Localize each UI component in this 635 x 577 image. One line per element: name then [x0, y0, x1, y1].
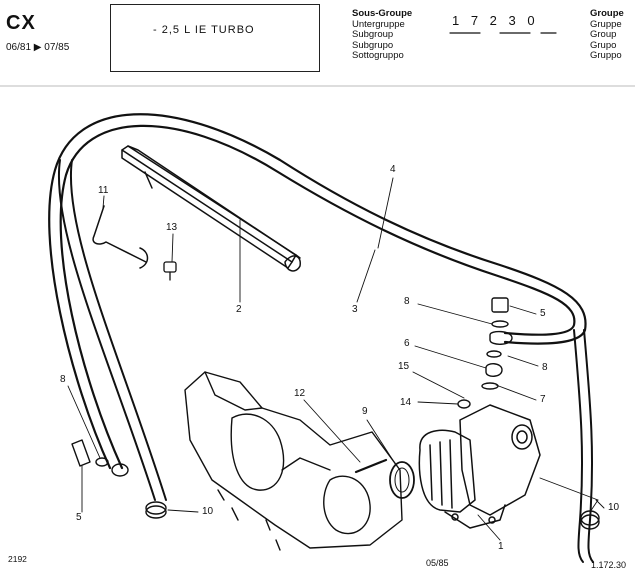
washer-14 [457, 399, 471, 409]
callout-15: 15 [398, 361, 410, 372]
group-label-en: Group [590, 29, 617, 40]
callout-8-left: 8 [60, 374, 66, 385]
fuel-rail-cover [121, 145, 301, 272]
callout-13: 13 [166, 222, 178, 233]
callout-7: 7 [540, 394, 546, 405]
callout-8-right: 8 [542, 362, 548, 373]
callout-11: 11 [98, 185, 109, 196]
subgroup-label-de: Untergruppe [352, 18, 405, 30]
air-valve-1 [418, 404, 541, 529]
subgroup-label-es: Subgrupo [352, 39, 394, 51]
o-ring-9-inner [394, 467, 410, 493]
callout-2: 2 [236, 304, 242, 315]
callout-12: 12 [294, 388, 306, 399]
engine-label: - 2,5 L IE TURBO [153, 24, 255, 36]
footer-page-ref: 1.172.30 [591, 560, 627, 570]
footer-left-ref: 2192 [8, 554, 27, 564]
callout-5-right: 5 [540, 308, 546, 319]
group-label-it: Gruppo [590, 50, 622, 61]
callout-9: 9 [362, 406, 368, 417]
hose-clamp-10-left [145, 501, 167, 519]
callout-8-top: 8 [404, 296, 410, 307]
hose-clamp-10-right [580, 510, 600, 530]
callout-10-left: 10 [202, 506, 214, 517]
group-label-de: Gruppe [590, 18, 622, 30]
subgroup-label-en: Subgroup [352, 29, 394, 40]
banjo-bolt-5-right [481, 297, 513, 390]
callout-4: 4 [390, 164, 396, 175]
engine-title-box [110, 4, 320, 72]
subgroup-label-it: Sottogruppo [352, 50, 404, 61]
leader-lines [67, 177, 605, 541]
group-label-es: Grupo [590, 39, 617, 51]
callout-5-left: 5 [76, 512, 82, 523]
subgroup-label-fr: Sous-Groupe [352, 8, 413, 19]
hose-clip [92, 205, 149, 269]
footer-date: 05/85 [426, 558, 449, 568]
intake-manifold [184, 371, 403, 551]
subgroup-labels: Sous-Groupe Untergruppe Subgroup Subgrup… [352, 8, 413, 62]
o-ring-9 [389, 461, 415, 499]
long-hose [48, 113, 587, 501]
subgroup-code: 1 7 2 3 0 [452, 13, 539, 28]
callout-3: 3 [352, 304, 358, 315]
model-code: CX [6, 12, 36, 34]
group-labels: Groupe Gruppe Group Grupo Gruppo [590, 8, 624, 62]
callout-14: 14 [400, 397, 412, 408]
stud-12 [354, 458, 388, 474]
bolt-13 [163, 261, 177, 281]
banjo-bolt-5-left [71, 439, 129, 477]
callout-6: 6 [404, 338, 410, 349]
callout-10-right: 10 [608, 502, 620, 513]
return-hose [573, 329, 594, 563]
group-label-fr: Groupe [590, 8, 624, 19]
date-range: 06/81 ▶ 07/85 [6, 42, 70, 53]
callout-1: 1 [498, 541, 504, 552]
